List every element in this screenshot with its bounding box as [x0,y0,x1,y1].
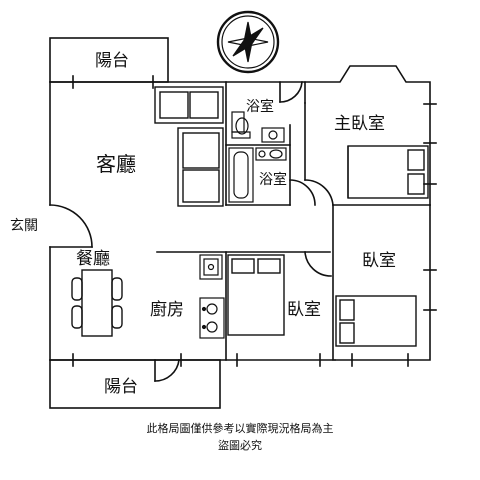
master-bed-icon [347,145,429,199]
disclaimer-text: 此格局圖僅供參考以實際現況格局為主 [146,422,334,435]
toilet-icon-2 [255,147,287,161]
sofa-icon [154,86,224,207]
master-bedroom-label: 主臥室 [334,114,385,134]
kitchen-sink-icon [199,254,223,280]
bathroom-2-label: 浴室 [259,171,287,188]
balcony-bottom-outline [49,353,221,409]
balcony-top-label: 陽台 [95,51,129,71]
kitchen-label: 廚房 [150,299,184,320]
entrance-door [49,204,93,248]
living-room-label: 客廳 [96,152,136,176]
entrance-label: 玄關 [10,217,38,234]
outer-walls [49,65,431,361]
bedroom-middle-label: 臥室 [287,300,321,320]
bedroom-right-label: 臥室 [362,251,396,271]
bathroom-1-label: 浴室 [246,98,274,115]
dining-table-icon [71,269,123,337]
sink-icon [261,127,285,143]
stove-icon [199,297,225,339]
interior-walls [156,81,431,361]
bathtub-icon [228,147,254,203]
window-marks [236,103,437,367]
middle-bed-icon [227,254,285,336]
compass-icon [216,10,280,74]
dining-room-label: 餐廳 [76,249,110,269]
toilet-icon [231,111,251,139]
copyright-text: 盜圖必究 [218,439,262,452]
balcony-bottom-label: 陽台 [104,377,138,397]
bedroom-bed-icon [335,295,417,347]
